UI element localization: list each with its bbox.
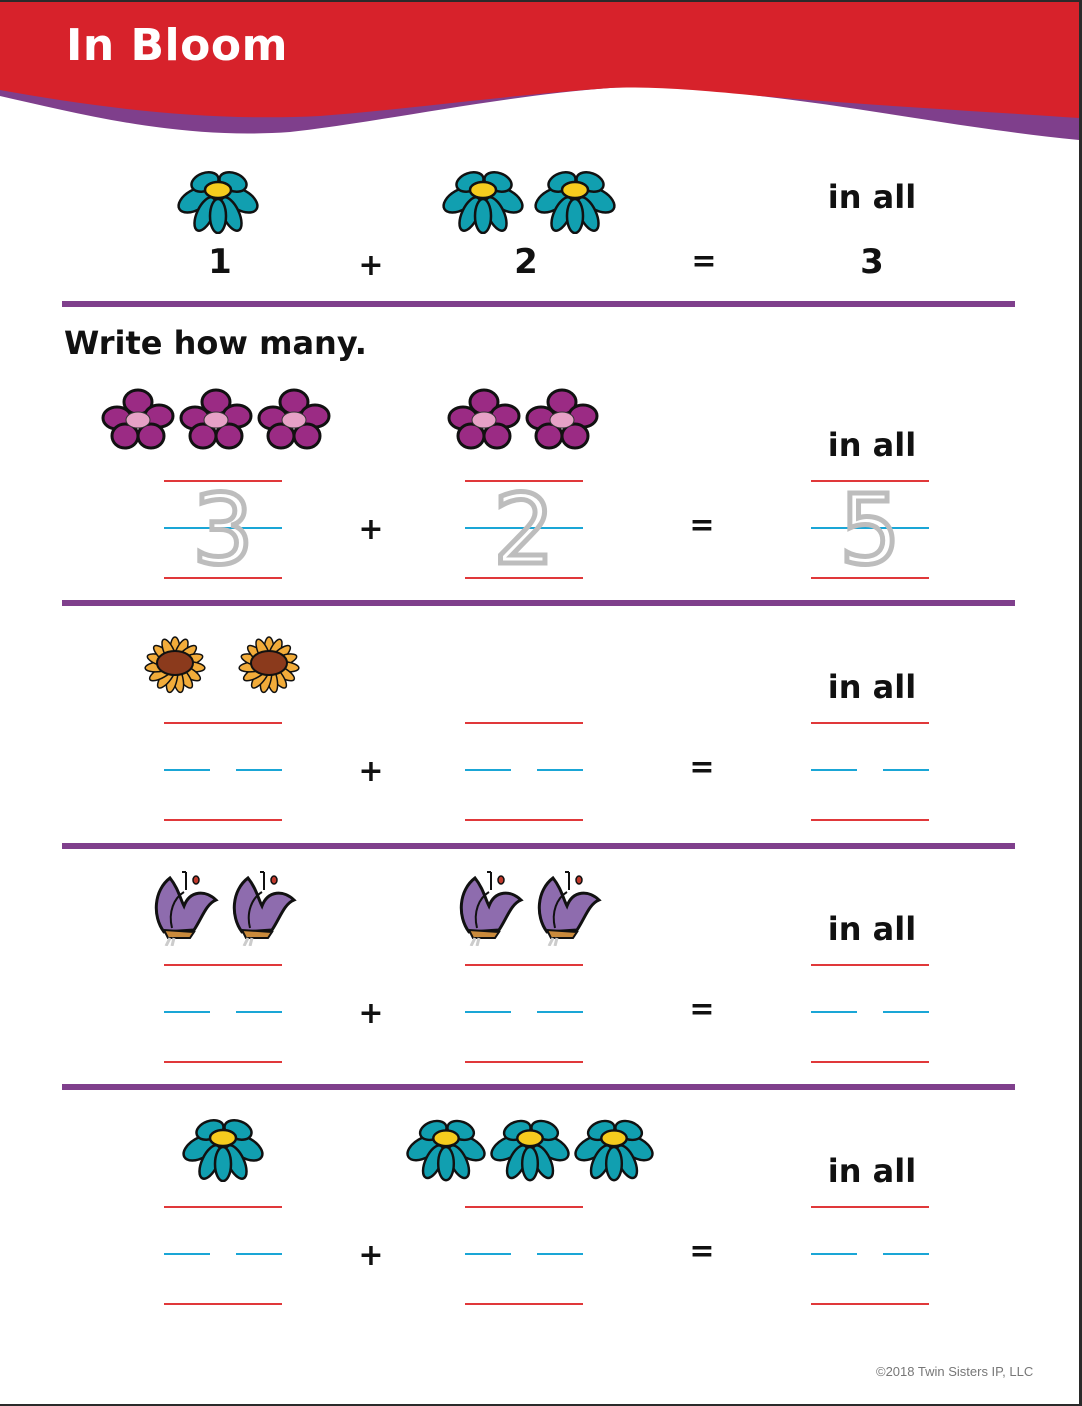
problem-3-left-answer[interactable] <box>164 964 282 1064</box>
sunflower-icon <box>144 636 206 694</box>
plus-sign: + <box>358 512 384 547</box>
plus-sign: + <box>358 1238 384 1273</box>
problem-2-in-all-label: in all <box>827 668 917 706</box>
page-title: In Bloom <box>66 20 288 71</box>
plus-sign: + <box>358 248 384 283</box>
magenta-flower-icon <box>257 388 331 450</box>
problem-4-left-answer[interactable] <box>164 1206 282 1306</box>
problem-1-total-answer[interactable]: 5 <box>811 472 929 589</box>
purple-tulip-icon <box>154 871 219 946</box>
teal-daisy-icon <box>574 1119 654 1182</box>
problem-3-left-flowers <box>150 868 300 946</box>
equals-sign: = <box>689 750 715 785</box>
problem-2-total-answer[interactable] <box>811 722 929 822</box>
magenta-flower-icon <box>101 388 175 450</box>
problem-2-right-answer[interactable] <box>465 722 583 822</box>
teal-daisy-icon <box>534 171 616 234</box>
problem-3-in-all-label: in all <box>827 910 917 948</box>
sunflower-icon <box>238 636 300 694</box>
header-banner <box>0 2 1079 140</box>
magenta-flower-icon <box>179 388 253 450</box>
section-divider <box>62 843 1015 849</box>
problem-1-left-flowers <box>101 388 331 452</box>
traced-digit: 2 <box>491 472 557 589</box>
magenta-flower-icon <box>447 388 521 450</box>
teal-daisy-icon <box>406 1119 486 1182</box>
section-divider <box>62 600 1015 606</box>
teal-daisy-icon <box>442 171 524 234</box>
problem-4-right-flowers <box>404 1116 656 1182</box>
problem-2-left-flowers <box>136 636 308 694</box>
problem-1-right-answer[interactable]: 2 <box>465 472 583 589</box>
traced-digit: 5 <box>837 472 903 589</box>
purple-tulip-icon <box>232 871 297 946</box>
purple-tulip-icon <box>537 871 602 946</box>
example-total: 3 <box>860 242 884 282</box>
problem-3-total-answer[interactable] <box>811 964 929 1064</box>
teal-daisy-icon <box>490 1119 570 1182</box>
plus-sign: + <box>358 996 384 1031</box>
instructions-heading: Write how many. <box>64 324 367 362</box>
problem-4-left-flowers <box>180 1116 266 1182</box>
example-in-all-label: in all <box>827 178 917 216</box>
section-divider <box>62 1084 1015 1090</box>
example-left-flowers <box>175 168 261 234</box>
teal-daisy-icon <box>177 171 259 234</box>
problem-2-left-answer[interactable] <box>164 722 282 822</box>
equals-sign: = <box>691 244 717 279</box>
equals-sign: = <box>689 508 715 543</box>
plus-sign: + <box>358 754 384 789</box>
magenta-flower-icon <box>525 388 599 450</box>
teal-daisy-icon <box>182 1119 264 1182</box>
problem-1-left-answer[interactable]: 3 <box>164 472 282 589</box>
equals-sign: = <box>689 1234 715 1269</box>
example-right-value: 2 <box>514 242 538 282</box>
example-left-value: 1 <box>208 242 232 282</box>
problem-1-right-flowers <box>447 388 599 452</box>
problem-4-in-all-label: in all <box>827 1152 917 1190</box>
section-divider <box>62 301 1015 307</box>
equals-sign: = <box>689 992 715 1027</box>
problem-4-total-answer[interactable] <box>811 1206 929 1306</box>
problem-3-right-flowers <box>455 868 605 946</box>
purple-tulip-icon <box>459 871 524 946</box>
traced-digit: 3 <box>190 472 256 589</box>
copyright-footer: ©2018 Twin Sisters IP, LLC <box>876 1364 1034 1379</box>
problem-4-right-answer[interactable] <box>465 1206 583 1306</box>
problem-3-right-answer[interactable] <box>465 964 583 1064</box>
problem-1-in-all-label: in all <box>827 426 917 464</box>
example-right-flowers <box>440 168 618 234</box>
